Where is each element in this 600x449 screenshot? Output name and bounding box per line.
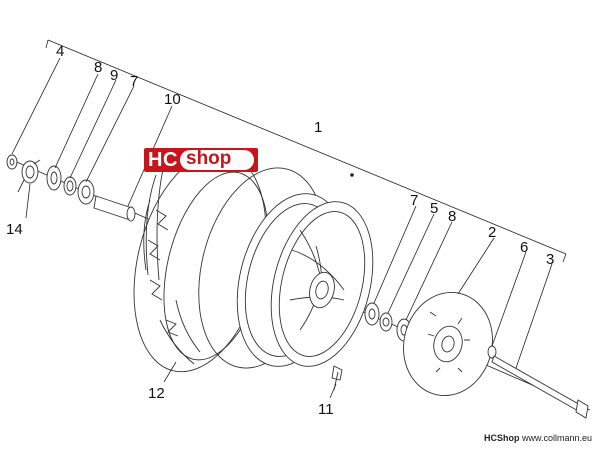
label-part-5: 5 — [430, 200, 438, 217]
label-part-7-right: 7 — [410, 192, 418, 209]
assembly-bracket — [45, 39, 567, 263]
left-parts — [6, 154, 136, 222]
label-part-2: 2 — [488, 224, 496, 241]
label-part-8-left: 8 — [94, 59, 102, 76]
wheel-rim — [236, 193, 374, 367]
logo-shop-pill: shop — [180, 148, 254, 170]
part-labels: 4 8 9 7 10 14 1 7 5 8 2 6 3 11 12 — [6, 43, 554, 418]
right-parts — [364, 291, 589, 419]
hcshop-logo: HC shop — [144, 148, 258, 172]
tyre — [133, 151, 326, 373]
valve — [331, 365, 343, 391]
label-part-11: 11 — [318, 401, 334, 418]
label-part-8-right: 8 — [448, 208, 456, 225]
footer-url: www.collmann.eu — [521, 433, 592, 443]
label-part-14: 14 — [6, 221, 23, 238]
label-part-9: 9 — [110, 67, 118, 84]
reference-dot — [350, 173, 354, 177]
footer-brand: HCShop — [483, 433, 520, 443]
label-part-10: 10 — [164, 91, 181, 108]
logo-shop-text: shop — [186, 148, 232, 169]
label-part-12: 12 — [148, 385, 165, 402]
leader-lines — [11, 57, 553, 399]
label-part-1: 1 — [314, 119, 322, 136]
label-part-4: 4 — [56, 43, 64, 60]
label-part-7-left: 7 — [130, 73, 138, 90]
label-part-3: 3 — [546, 251, 554, 268]
logo-hc-text: HC — [148, 149, 178, 171]
footer-watermark: HCShop www.collmann.eu — [484, 433, 592, 443]
label-part-6: 6 — [520, 239, 528, 256]
